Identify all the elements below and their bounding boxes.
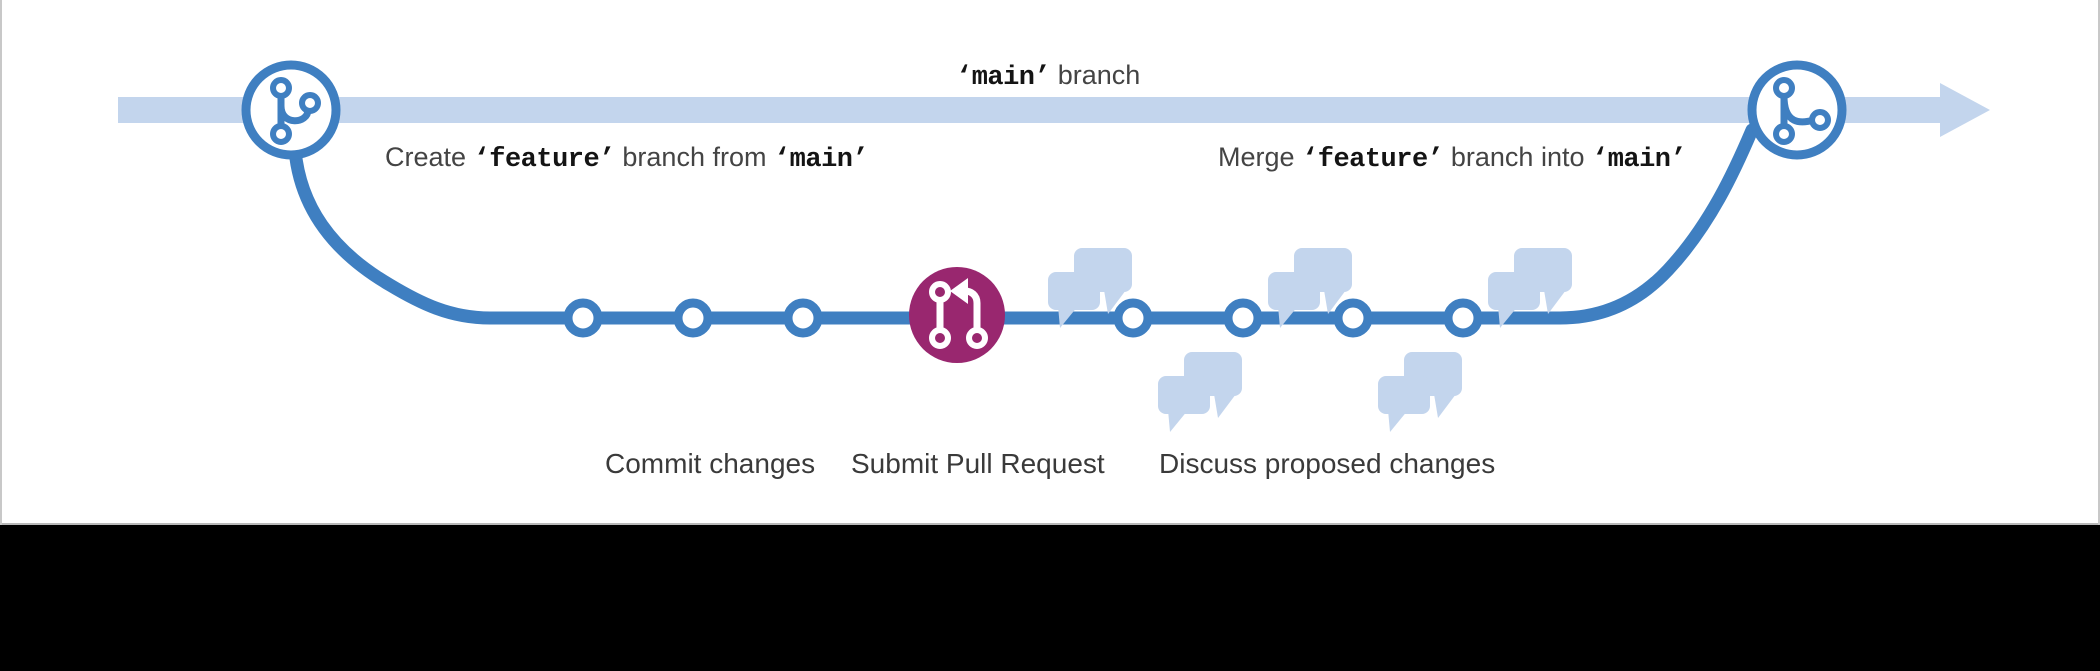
caption-submit-pull-request: Submit Pull Request xyxy=(851,448,1105,479)
merge-prefix: Merge xyxy=(1218,142,1295,172)
caption-commit-changes: Commit changes xyxy=(605,448,816,479)
merge-icon[interactable] xyxy=(1747,60,1847,160)
create-middle: branch from xyxy=(622,142,767,172)
merge-feature-code: ‘feature’ xyxy=(1302,145,1444,175)
canvas-right-border xyxy=(2098,0,2100,525)
feature-branch-path xyxy=(288,123,1759,325)
main-branch-line xyxy=(118,83,1990,137)
main-branch-code: ‘main’ xyxy=(956,63,1051,93)
pull-request-icon[interactable] xyxy=(909,267,1005,363)
branch-icon[interactable] xyxy=(241,60,341,160)
merge-main-code: ‘main’ xyxy=(1592,145,1687,175)
main-branch-label: ‘main’ branch xyxy=(956,60,1140,93)
commit-dot xyxy=(1223,298,1263,338)
create-feature-code: ‘feature’ xyxy=(473,145,616,175)
comment-bubbles-below-2 xyxy=(1378,352,1462,432)
merge-branch-label: Merge ‘feature’ branch into ‘main’ xyxy=(1218,142,1687,175)
commit-dot xyxy=(783,298,823,338)
comment-bubbles-below-1 xyxy=(1158,352,1242,432)
create-main-code: ‘main’ xyxy=(773,145,869,175)
create-branch-label: Create ‘feature’ branch from ‘main’ xyxy=(385,142,869,175)
commit-dot xyxy=(1333,298,1373,338)
git-flow-graphic xyxy=(118,60,1990,432)
merge-middle: branch into xyxy=(1450,142,1585,172)
caption-discuss-proposed-changes: Discuss proposed changes xyxy=(1159,448,1496,479)
main-branch-word: branch xyxy=(1057,60,1141,90)
commit-dots-group xyxy=(563,298,1483,338)
commit-dot xyxy=(1113,298,1153,338)
commit-dot xyxy=(563,298,603,338)
commit-dot xyxy=(1443,298,1483,338)
create-prefix: Create xyxy=(385,142,467,172)
bottom-black-bar xyxy=(0,525,2100,671)
commit-dot xyxy=(673,298,713,338)
canvas-left-border xyxy=(0,0,2,525)
